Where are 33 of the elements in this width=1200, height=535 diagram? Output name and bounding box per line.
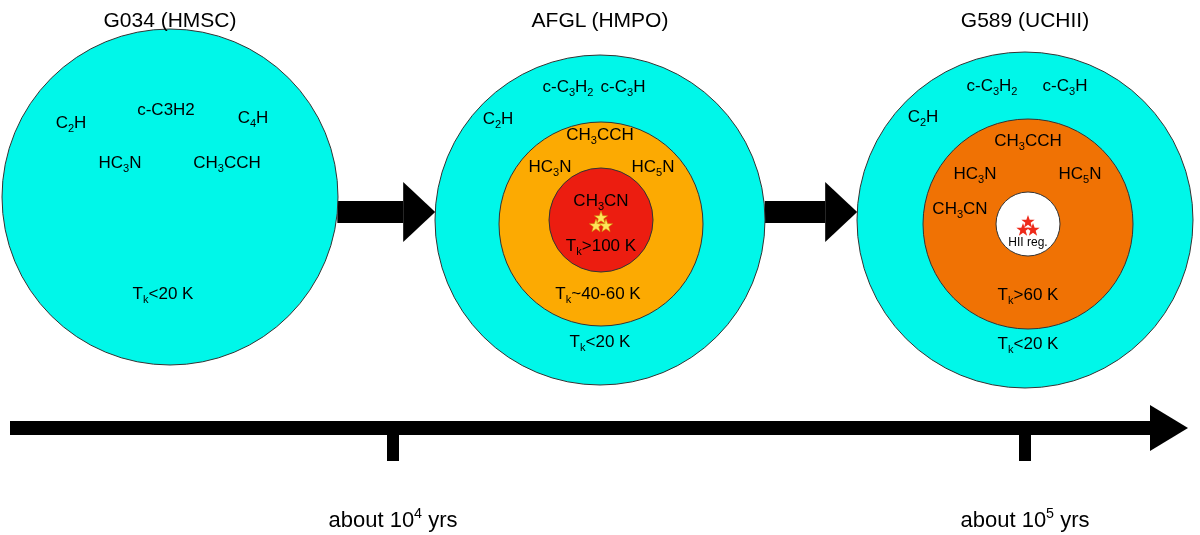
arrow — [764, 182, 858, 242]
region-label: c-C3H2 — [137, 100, 195, 120]
region-label: HC$_{3}$N — [528, 157, 572, 179]
region-label: HC$_{5}$N — [1058, 164, 1102, 186]
region-label: CH$_{3}$CCH — [994, 131, 1062, 153]
region-label: T$_{k}$<20 K — [997, 334, 1059, 356]
region-label: T$_{k}$<20 K — [132, 284, 194, 306]
region-label: c-C$_{3}$H$_{2}$ — [542, 77, 594, 99]
region-label: C$_{2}$H — [55, 113, 87, 135]
region-label: T$_{k}$<20 K — [569, 332, 631, 354]
region-label: c-C$_{3}$H$_{2}$ — [966, 76, 1018, 98]
region-label: HC$_{5}$N — [631, 157, 675, 179]
region-label: CH$_{3}$CN — [932, 199, 988, 221]
time-label: about 10$^{4}$ yrs — [328, 506, 458, 532]
stage-title: G589 (UCHII) — [960, 8, 1090, 32]
region-label: c-C$_{3}$H — [1042, 76, 1088, 98]
region-label: T$_{k}$>60 K — [997, 285, 1059, 307]
region-label: C$_{2}$H — [482, 109, 514, 131]
region-label: C$_{4}$H — [237, 108, 269, 130]
region-label: c-C$_{3}$H — [600, 77, 646, 99]
region-label: CH$_{3}$CN — [573, 191, 629, 213]
region-label: HC$_{3}$N — [953, 164, 997, 186]
region-label: HC$_{3}$N — [98, 153, 142, 175]
region-label: HII reg. — [1008, 236, 1048, 250]
region-label: CH$_{3}$CCH — [193, 153, 261, 175]
arrow — [337, 182, 436, 242]
time-label: about 10$^{5}$ yrs — [960, 506, 1090, 532]
region-label: T$_{k}$>100 K — [565, 236, 637, 258]
region-label: CH$_{3}$CCH — [566, 125, 634, 147]
stage-title: G034 (HMSC) — [103, 8, 237, 32]
region-label: C$_{2}$H — [907, 107, 939, 129]
region-label: T$_{k}$~40-60 K — [555, 284, 641, 306]
stage-title: AFGL (HMPO) — [531, 8, 669, 32]
